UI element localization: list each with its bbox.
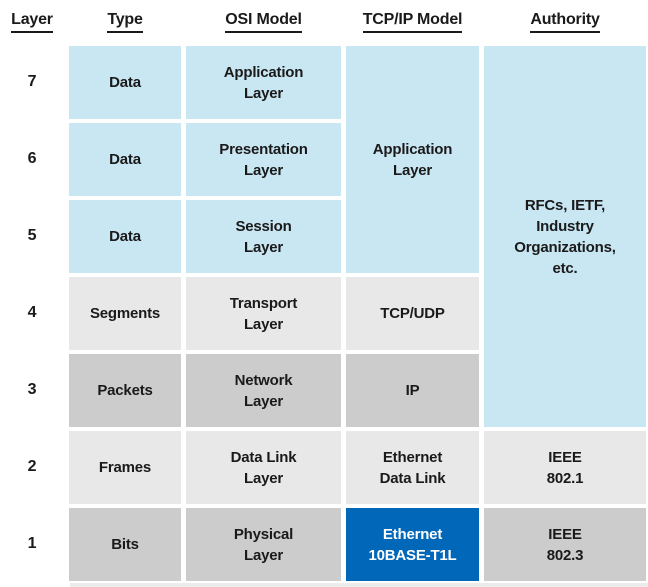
layer-number-7: 7 (27, 73, 37, 91)
column-header-osi-model: OSI Model (186, 0, 341, 46)
osi-cell-session: Session Layer (186, 200, 341, 273)
tcpip-cell-ethernet-data-link: Ethernet Data Link (346, 431, 479, 504)
bottom-edge-shadow (70, 583, 648, 587)
authority-cell-ieee-802-1: IEEE 802.1 (484, 431, 646, 504)
tcpip-cell-application-merged: Application Layer (346, 46, 479, 273)
layer-number-4: 4 (27, 304, 37, 322)
tcpip-cell-ethernet-10base-t1l: Ethernet 10BASE-T1L (346, 508, 479, 581)
osi-cell-network: Network Layer (186, 354, 341, 427)
layer-number-3: 3 (27, 381, 37, 399)
osi-cell-data-link: Data Link Layer (186, 431, 341, 504)
type-cell-packets: Packets (69, 354, 181, 427)
authority-cell-rfcs-merged: RFCs, IETF, Industry Organizations, etc. (484, 46, 646, 427)
authority-cell-ieee-802-3: IEEE 802.3 (484, 508, 646, 581)
type-cell-bits: Bits (69, 508, 181, 581)
column-header-type: Type (69, 0, 181, 46)
column-header-layer: Layer (0, 0, 64, 46)
osi-cell-physical: Physical Layer (186, 508, 341, 581)
layers-table-body: 7 6 5 4 3 2 1 Data Data Data Segments Pa… (0, 46, 646, 581)
table-header: Layer Type OSI Model TCP/IP Model Author… (0, 0, 646, 46)
type-cell-frames: Frames (69, 431, 181, 504)
layer-number-5: 5 (27, 227, 37, 245)
osi-cell-presentation: Presentation Layer (186, 123, 341, 196)
tcpip-cell-tcp-udp: TCP/UDP (346, 277, 479, 350)
osi-cell-transport: Transport Layer (186, 277, 341, 350)
column-header-tcpip-model: TCP/IP Model (346, 0, 479, 46)
layer-number-6: 6 (27, 150, 37, 168)
type-cell-data-6: Data (69, 123, 181, 196)
type-cell-segments: Segments (69, 277, 181, 350)
type-cell-data-7: Data (69, 46, 181, 119)
layer-number-1: 1 (27, 535, 37, 553)
layer-number-2: 2 (27, 458, 37, 476)
column-header-authority: Authority (484, 0, 646, 46)
tcpip-cell-ip: IP (346, 354, 479, 427)
osi-cell-application: Application Layer (186, 46, 341, 119)
type-cell-data-5: Data (69, 200, 181, 273)
